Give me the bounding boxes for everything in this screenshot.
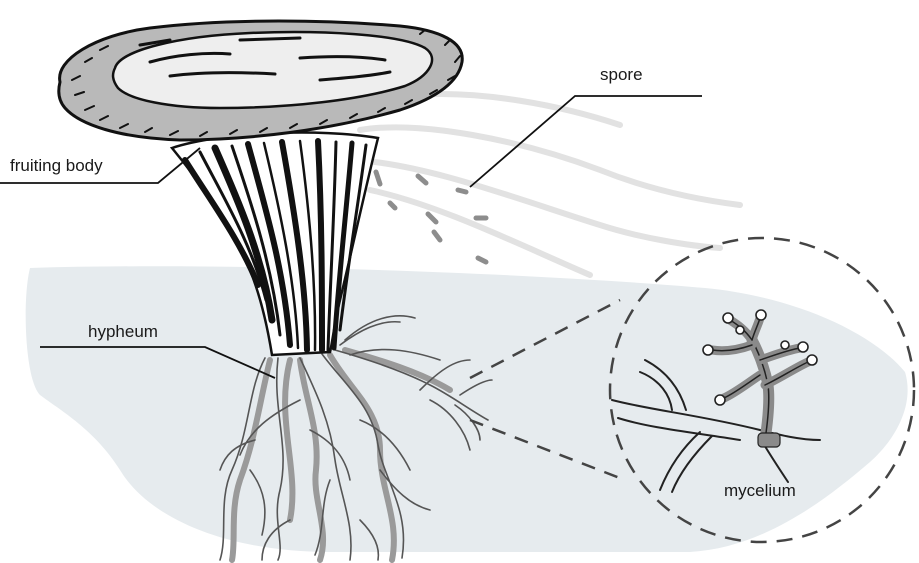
label-hypheum: hypheum <box>88 322 158 342</box>
spore-mark <box>390 203 395 208</box>
spore-mark <box>376 172 380 184</box>
label-spore: spore <box>600 65 643 85</box>
spore-mark <box>434 232 440 240</box>
spore-mark <box>458 190 466 192</box>
wind-lines <box>355 94 740 275</box>
spore-mark <box>478 258 486 262</box>
spore-mark <box>428 214 436 222</box>
label-fruiting-body: fruiting body <box>10 156 103 176</box>
label-mycelium: mycelium <box>724 481 796 501</box>
spore-mark <box>418 176 426 183</box>
